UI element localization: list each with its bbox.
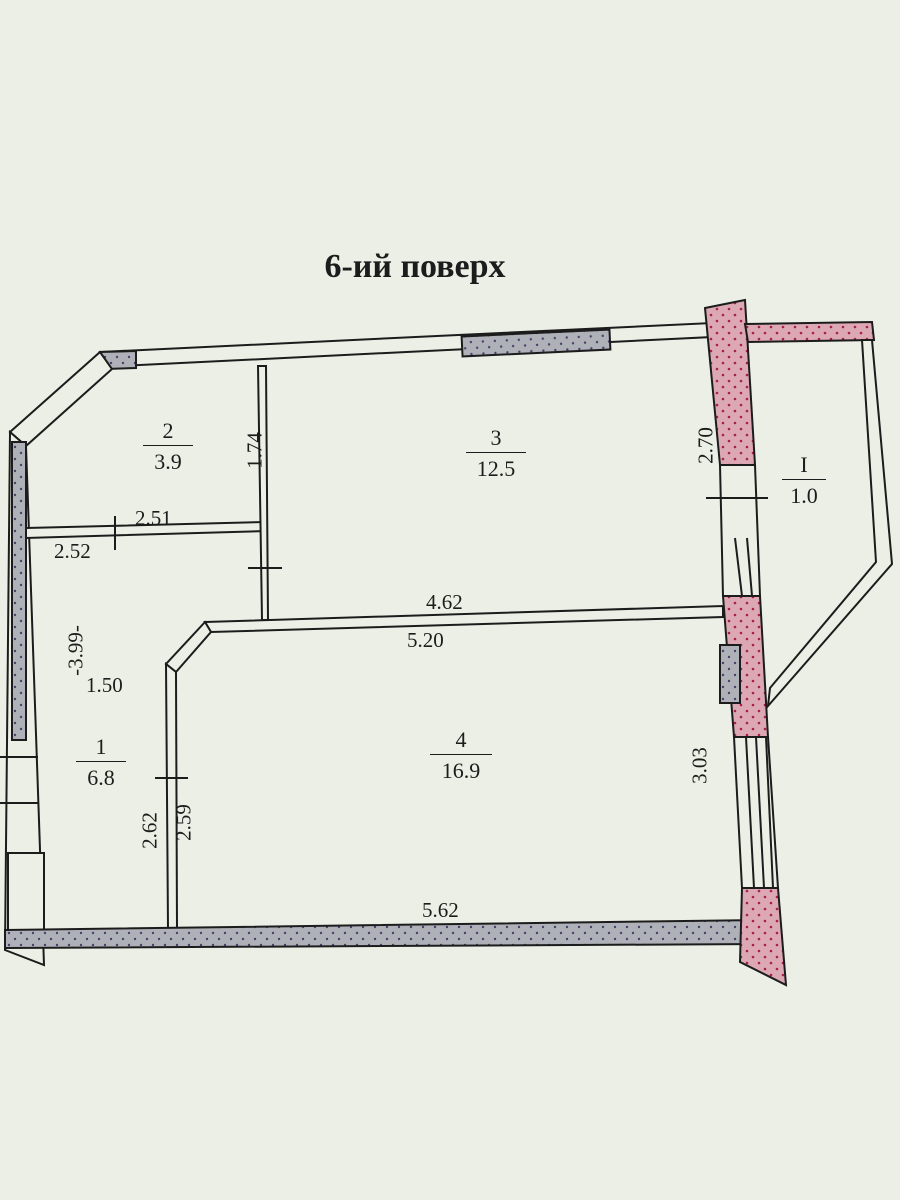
dim-5-62: 5.62 — [422, 898, 459, 922]
wall-right-bottom — [738, 887, 788, 987]
dim-2-51: 2.51 — [135, 506, 172, 530]
wall-room3-room4 — [203, 604, 724, 634]
wall-left-hatch — [11, 441, 27, 741]
dim-4-62: 4.62 — [426, 590, 463, 614]
wall-right-lower-line-1 — [745, 736, 755, 889]
dim-1-74: 1.74 — [242, 432, 267, 469]
balcony-outline — [766, 339, 894, 710]
dim-3-03: 3.03 — [687, 747, 712, 784]
floor-title: 6-ий поверх — [324, 248, 506, 285]
wall-top — [99, 321, 713, 369]
wall-right-window — [719, 644, 741, 704]
wall-right-gap-line-1 — [734, 537, 743, 597]
wall-top-hatch — [460, 328, 612, 358]
wall-room2-room3 — [256, 365, 270, 621]
dim-5-20: 5.20 — [407, 628, 444, 652]
wall-room4-diagonal — [164, 620, 213, 674]
dim-2-52: 2.52 — [54, 539, 91, 563]
wall-left-box — [7, 852, 45, 932]
wall-right-lower-line-3 — [765, 736, 774, 889]
wall-right-gap-line-2 — [746, 537, 753, 597]
wall-bottom — [4, 918, 768, 950]
dim-1-50: 1.50 — [86, 673, 123, 697]
dim-3-99: -3.99- — [63, 625, 88, 676]
wall-right-lower-line-2 — [755, 736, 765, 889]
dim-2-59: 2.59 — [171, 804, 196, 841]
dim-2-62: 2.62 — [137, 812, 162, 849]
dim-2-70: 2.70 — [693, 427, 718, 464]
balcony-top-wall — [743, 320, 876, 344]
wall-diagonal-upper-left — [8, 350, 114, 448]
